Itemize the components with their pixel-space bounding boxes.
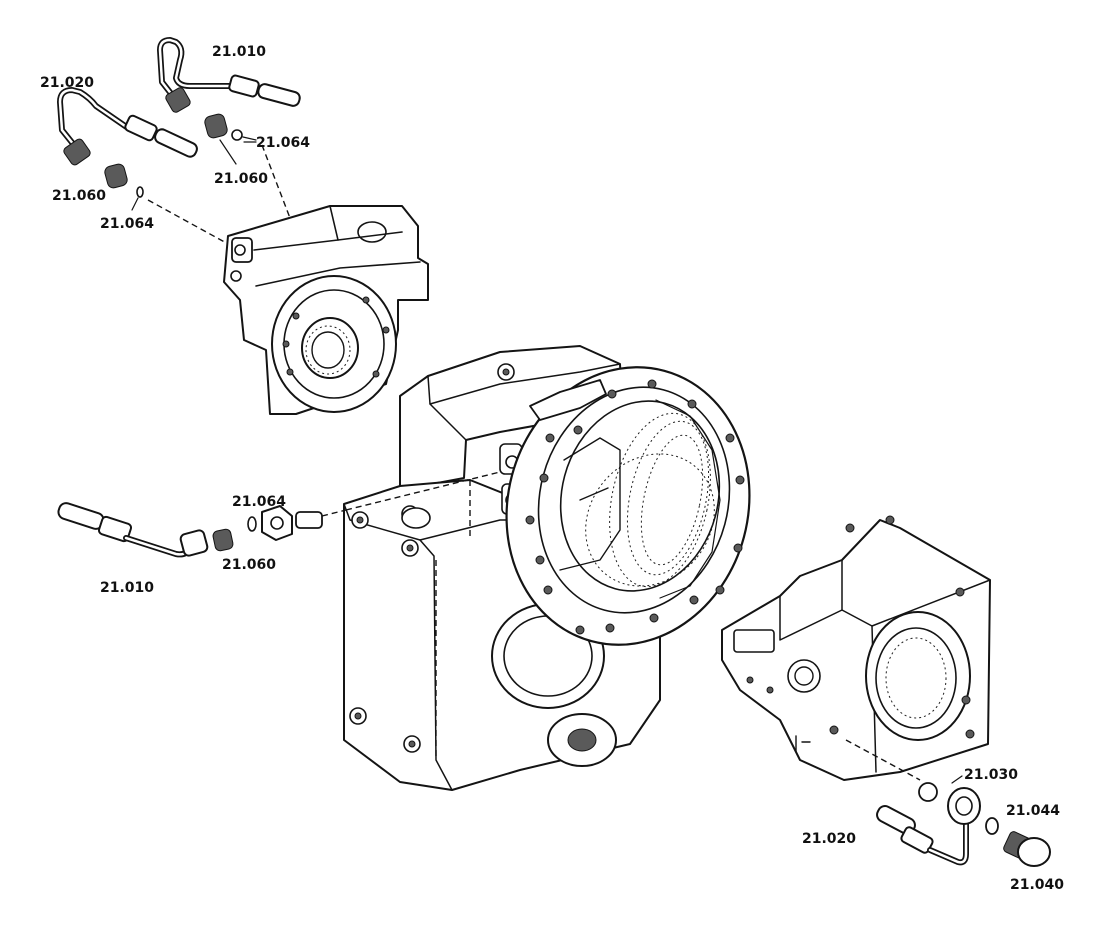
union-21-060-left — [104, 163, 144, 211]
label-union-21-060-top: 21.060 — [214, 171, 268, 187]
label-seal-21-064-left: 21.064 — [100, 216, 154, 232]
ring-21-030 — [918, 782, 938, 802]
label-plug-21-040: 21.040 — [1010, 877, 1064, 893]
label-pipe-21-010-top: 21.010 — [212, 44, 266, 60]
label-seal-21-064-middle: 21.064 — [232, 494, 286, 510]
union-21-060-top — [204, 113, 257, 165]
union-21-060-middle — [212, 505, 323, 552]
label-pipe-21-010-middle: 21.010 — [100, 580, 154, 596]
washer-21-044 — [985, 817, 999, 835]
pipe-21-010-top — [157, 37, 301, 113]
label-pipe-21-020-left: 21.020 — [40, 75, 94, 91]
label-banjo-21-020-bottom: 21.020 — [802, 831, 856, 847]
pump-housing-upper — [223, 205, 429, 415]
pipe-21-020-left — [57, 87, 198, 166]
right-end-housing — [721, 515, 991, 781]
plug-21-040 — [1003, 831, 1051, 867]
pipe-21-010-middle — [57, 502, 209, 558]
label-washer-21-044: 21.044 — [1006, 803, 1060, 819]
label-ring-21-030: 21.030 — [964, 767, 1018, 783]
label-union-21-060-left: 21.060 — [52, 188, 106, 204]
label-union-21-060-middle: 21.060 — [222, 557, 276, 573]
banjo-21-020-bottom — [876, 787, 981, 866]
main-flange-ring — [505, 366, 751, 646]
label-seal-21-064-top: 21.064 — [256, 135, 310, 151]
